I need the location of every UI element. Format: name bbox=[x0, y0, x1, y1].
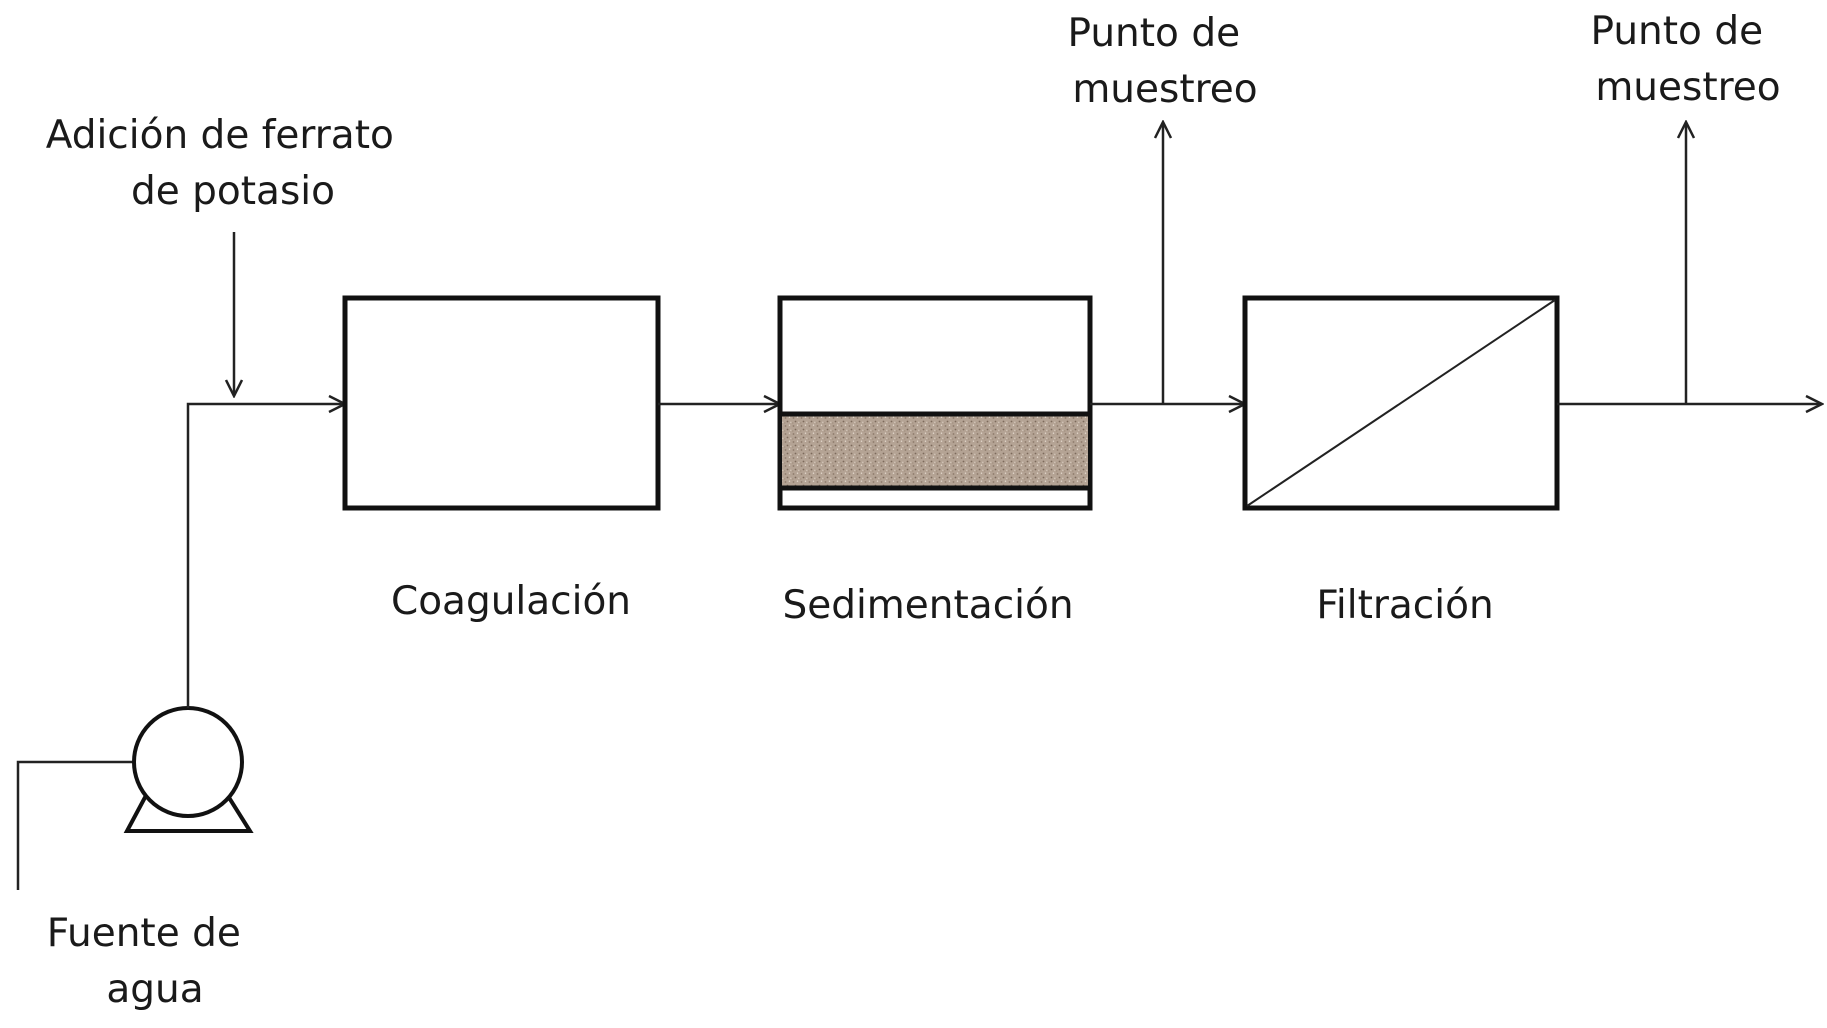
filtration-unit bbox=[1242, 295, 1560, 511]
pump-icon bbox=[123, 706, 254, 833]
sedimentation-tank bbox=[777, 295, 1093, 511]
inlet-line bbox=[16, 760, 133, 890]
coagulation-tank bbox=[342, 295, 661, 511]
sediment-layer bbox=[782, 416, 1088, 486]
sampling-point-2-label: Punto de muestreo bbox=[1591, 9, 1781, 110]
sedimentation-label: Sedimentación bbox=[782, 583, 1073, 628]
coagulation-label: Coagulación bbox=[391, 579, 631, 624]
filtration-label: Filtración bbox=[1316, 583, 1493, 628]
additive-label: Adición de ferrato de potasio bbox=[46, 113, 407, 214]
pump-to-coagulation-pipe bbox=[186, 404, 345, 708]
water-source-label: Fuente de agua bbox=[47, 911, 254, 1012]
sampling-point-1-label: Punto de muestreo bbox=[1068, 11, 1258, 112]
